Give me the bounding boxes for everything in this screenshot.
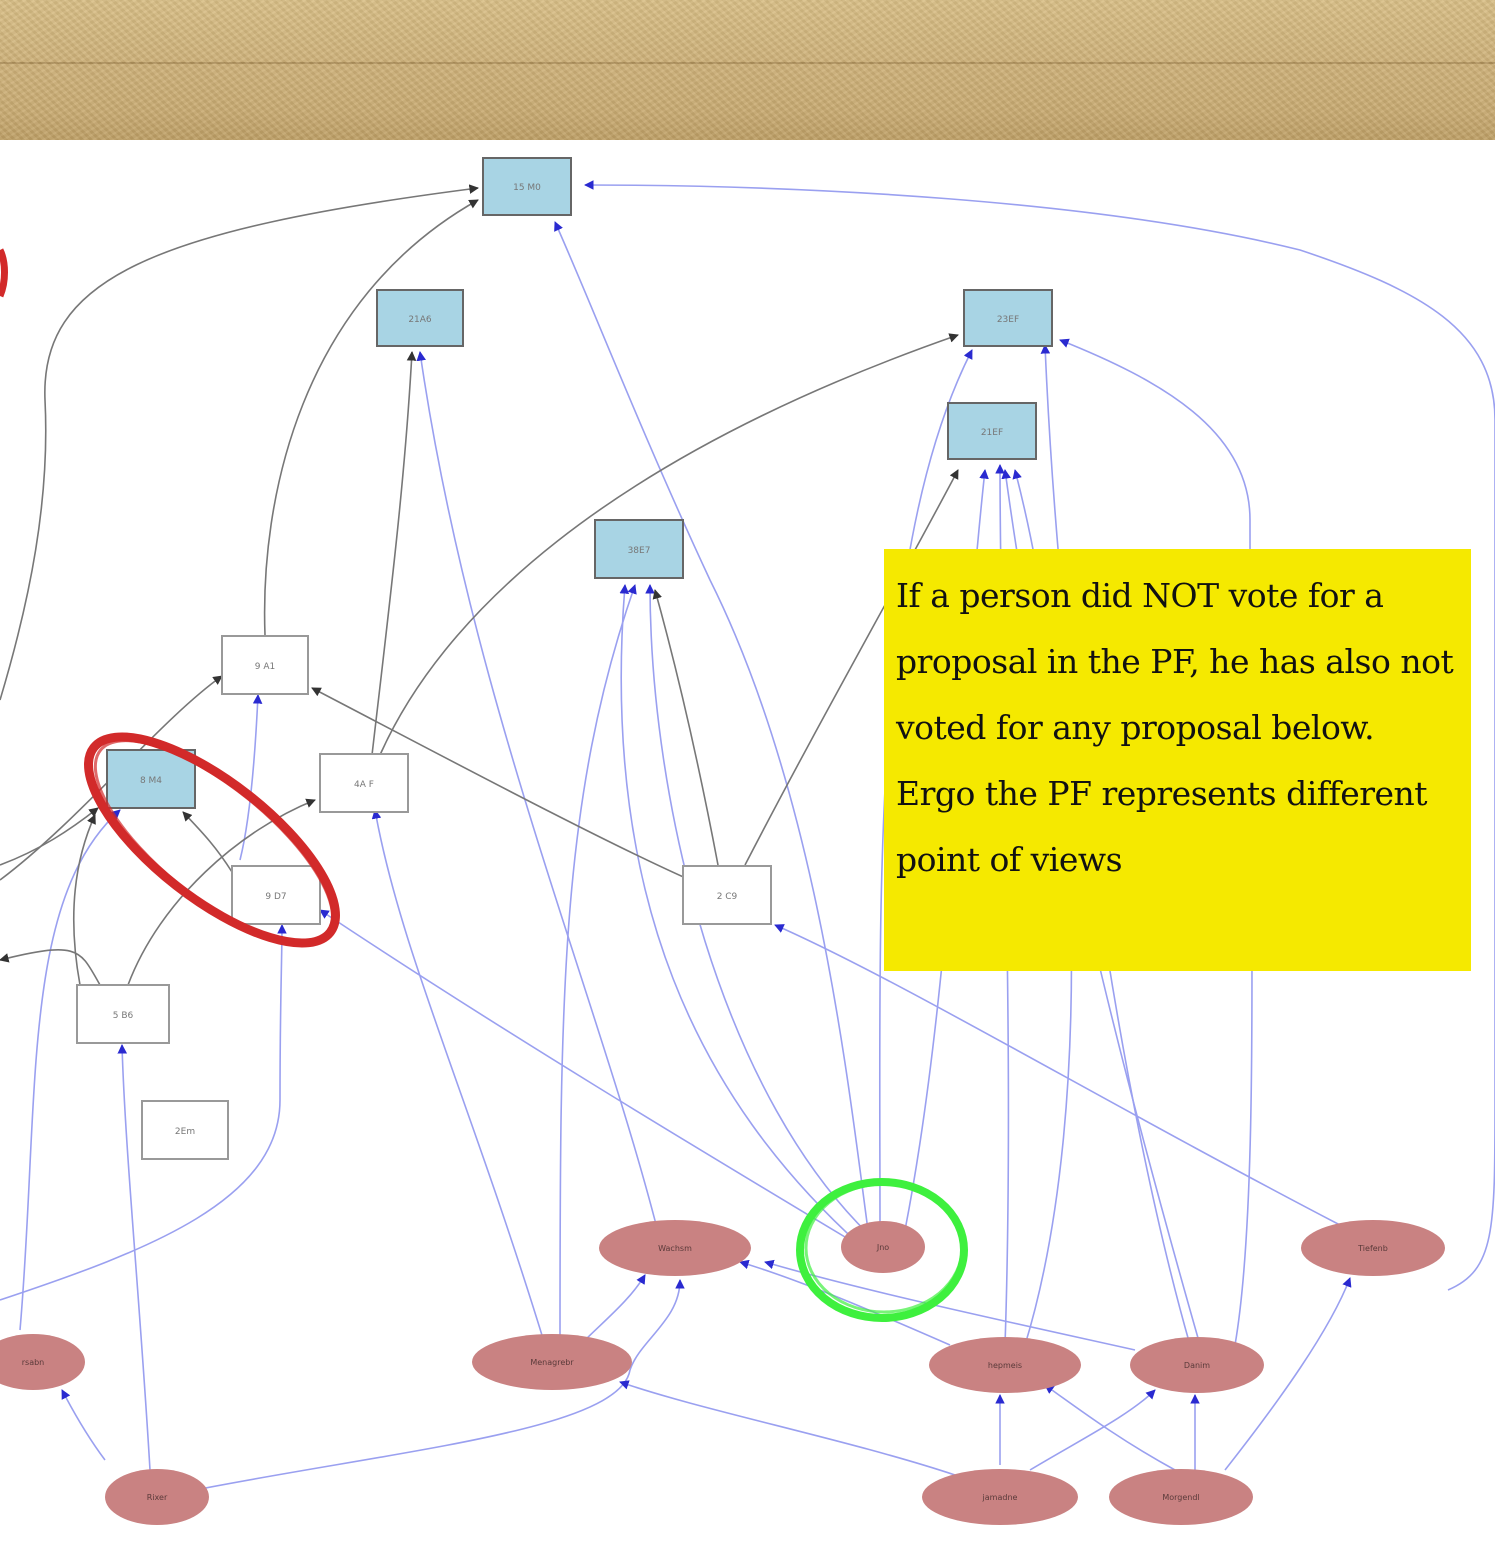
edge bbox=[739, 1259, 951, 1346]
front-node[interactable]: 15 M0 bbox=[482, 157, 572, 216]
svg-text:2 C9: 2 C9 bbox=[717, 892, 738, 902]
proposal-node[interactable]: 5 B6 bbox=[76, 984, 170, 1044]
proposal-node[interactable]: 2 C9 bbox=[682, 865, 772, 925]
edge bbox=[0, 949, 101, 986]
svg-text:hepmeis: hepmeis bbox=[988, 1361, 1022, 1370]
edge bbox=[744, 469, 959, 866]
svg-text:rsabn: rsabn bbox=[22, 1358, 45, 1367]
edge bbox=[645, 584, 881, 1246]
svg-text:21A6: 21A6 bbox=[408, 315, 432, 325]
proposal-node[interactable]: 2Em bbox=[141, 1100, 229, 1160]
red-arc-annotation bbox=[0, 248, 8, 298]
edge bbox=[371, 809, 546, 1346]
svg-text:5 B6: 5 B6 bbox=[113, 1011, 134, 1021]
person-node[interactable]: jamadne bbox=[922, 1469, 1078, 1525]
edge bbox=[584, 180, 1495, 1291]
svg-text:21EF: 21EF bbox=[981, 428, 1003, 438]
edge bbox=[1224, 1277, 1352, 1471]
edge bbox=[559, 584, 637, 1346]
proposal-node[interactable]: 9 D7 bbox=[231, 865, 321, 925]
edge bbox=[371, 351, 417, 756]
person-node[interactable]: Wachsm bbox=[599, 1220, 751, 1276]
person-node[interactable]: Tiefenb bbox=[1301, 1220, 1445, 1276]
svg-text:9 A1: 9 A1 bbox=[255, 662, 275, 672]
svg-text:Jno: Jno bbox=[876, 1243, 889, 1252]
svg-text:jamadne: jamadne bbox=[982, 1493, 1018, 1502]
people: Wachsm Jno Tiefenb rsabn Menagrebr hepme… bbox=[0, 1220, 1445, 1525]
edge bbox=[19, 809, 121, 1331]
svg-text:38E7: 38E7 bbox=[628, 546, 651, 556]
edge bbox=[416, 351, 661, 1241]
edge bbox=[764, 1259, 1136, 1351]
person-node[interactable]: rsabn bbox=[0, 1334, 85, 1390]
svg-text:9 D7: 9 D7 bbox=[265, 892, 286, 902]
svg-text:23EF: 23EF bbox=[997, 315, 1019, 325]
green-circle-annotation bbox=[796, 1178, 968, 1322]
note-text: If a person did NOT vote for a proposal … bbox=[896, 576, 1454, 879]
paper-background bbox=[0, 0, 1495, 140]
explanation-note: If a person did NOT vote for a proposal … bbox=[884, 549, 1471, 971]
edge bbox=[1044, 1384, 1176, 1471]
edge bbox=[319, 909, 851, 1241]
edge bbox=[774, 924, 1341, 1226]
person-node[interactable]: Morgendl bbox=[1109, 1469, 1253, 1525]
front-node[interactable]: 23EF bbox=[963, 289, 1053, 347]
svg-text:Menagrebr: Menagrebr bbox=[530, 1358, 574, 1367]
person-node[interactable]: Jno bbox=[841, 1221, 925, 1273]
svg-text:Tiefenb: Tiefenb bbox=[1357, 1244, 1388, 1253]
edge bbox=[117, 1044, 151, 1471]
proposal-node[interactable]: 4A F bbox=[319, 753, 409, 813]
edge bbox=[311, 687, 691, 881]
front-node[interactable]: 8 M4 bbox=[106, 749, 196, 809]
edge bbox=[263, 199, 479, 636]
edge bbox=[652, 589, 719, 866]
svg-text:2Em: 2Em bbox=[175, 1127, 195, 1137]
proposal-node[interactable]: 9 A1 bbox=[221, 635, 309, 695]
person-node[interactable]: Danim bbox=[1130, 1337, 1264, 1393]
edge bbox=[1029, 1389, 1156, 1471]
edge bbox=[0, 924, 287, 1301]
red-ellipse-annotation bbox=[84, 732, 340, 948]
front-proposals: 15 M0 21A6 23EF 21EF 38E7 8 M4 bbox=[106, 157, 1053, 809]
front-node[interactable]: 38E7 bbox=[594, 519, 684, 579]
edge bbox=[194, 1279, 685, 1491]
svg-text:8 M4: 8 M4 bbox=[140, 776, 162, 786]
edge bbox=[239, 694, 263, 861]
edge bbox=[619, 584, 861, 1246]
front-node[interactable]: 21A6 bbox=[376, 289, 464, 347]
person-node[interactable]: hepmeis bbox=[929, 1337, 1081, 1393]
svg-text:4A F: 4A F bbox=[354, 780, 374, 790]
person-node[interactable]: Rixer bbox=[105, 1469, 209, 1525]
svg-text:Morgendl: Morgendl bbox=[1162, 1493, 1199, 1502]
edge bbox=[554, 221, 871, 1246]
svg-text:15 M0: 15 M0 bbox=[513, 183, 541, 193]
proposals: 9 A1 4A F 9 D7 2 C9 5 B6 2Em bbox=[76, 635, 772, 1160]
svg-text:Rixer: Rixer bbox=[147, 1493, 168, 1502]
svg-text:Wachsm: Wachsm bbox=[658, 1244, 692, 1253]
edge bbox=[579, 1274, 646, 1346]
edge bbox=[61, 1389, 106, 1461]
front-node[interactable]: 21EF bbox=[947, 402, 1037, 460]
edge bbox=[619, 1380, 956, 1476]
edge bbox=[127, 798, 316, 986]
edge bbox=[182, 811, 233, 873]
edges-gray bbox=[0, 184, 959, 986]
edge bbox=[0, 184, 479, 701]
svg-text:Danim: Danim bbox=[1184, 1361, 1210, 1370]
edge bbox=[72, 814, 96, 986]
person-node[interactable]: Menagrebr bbox=[472, 1334, 632, 1390]
edge bbox=[379, 333, 959, 756]
